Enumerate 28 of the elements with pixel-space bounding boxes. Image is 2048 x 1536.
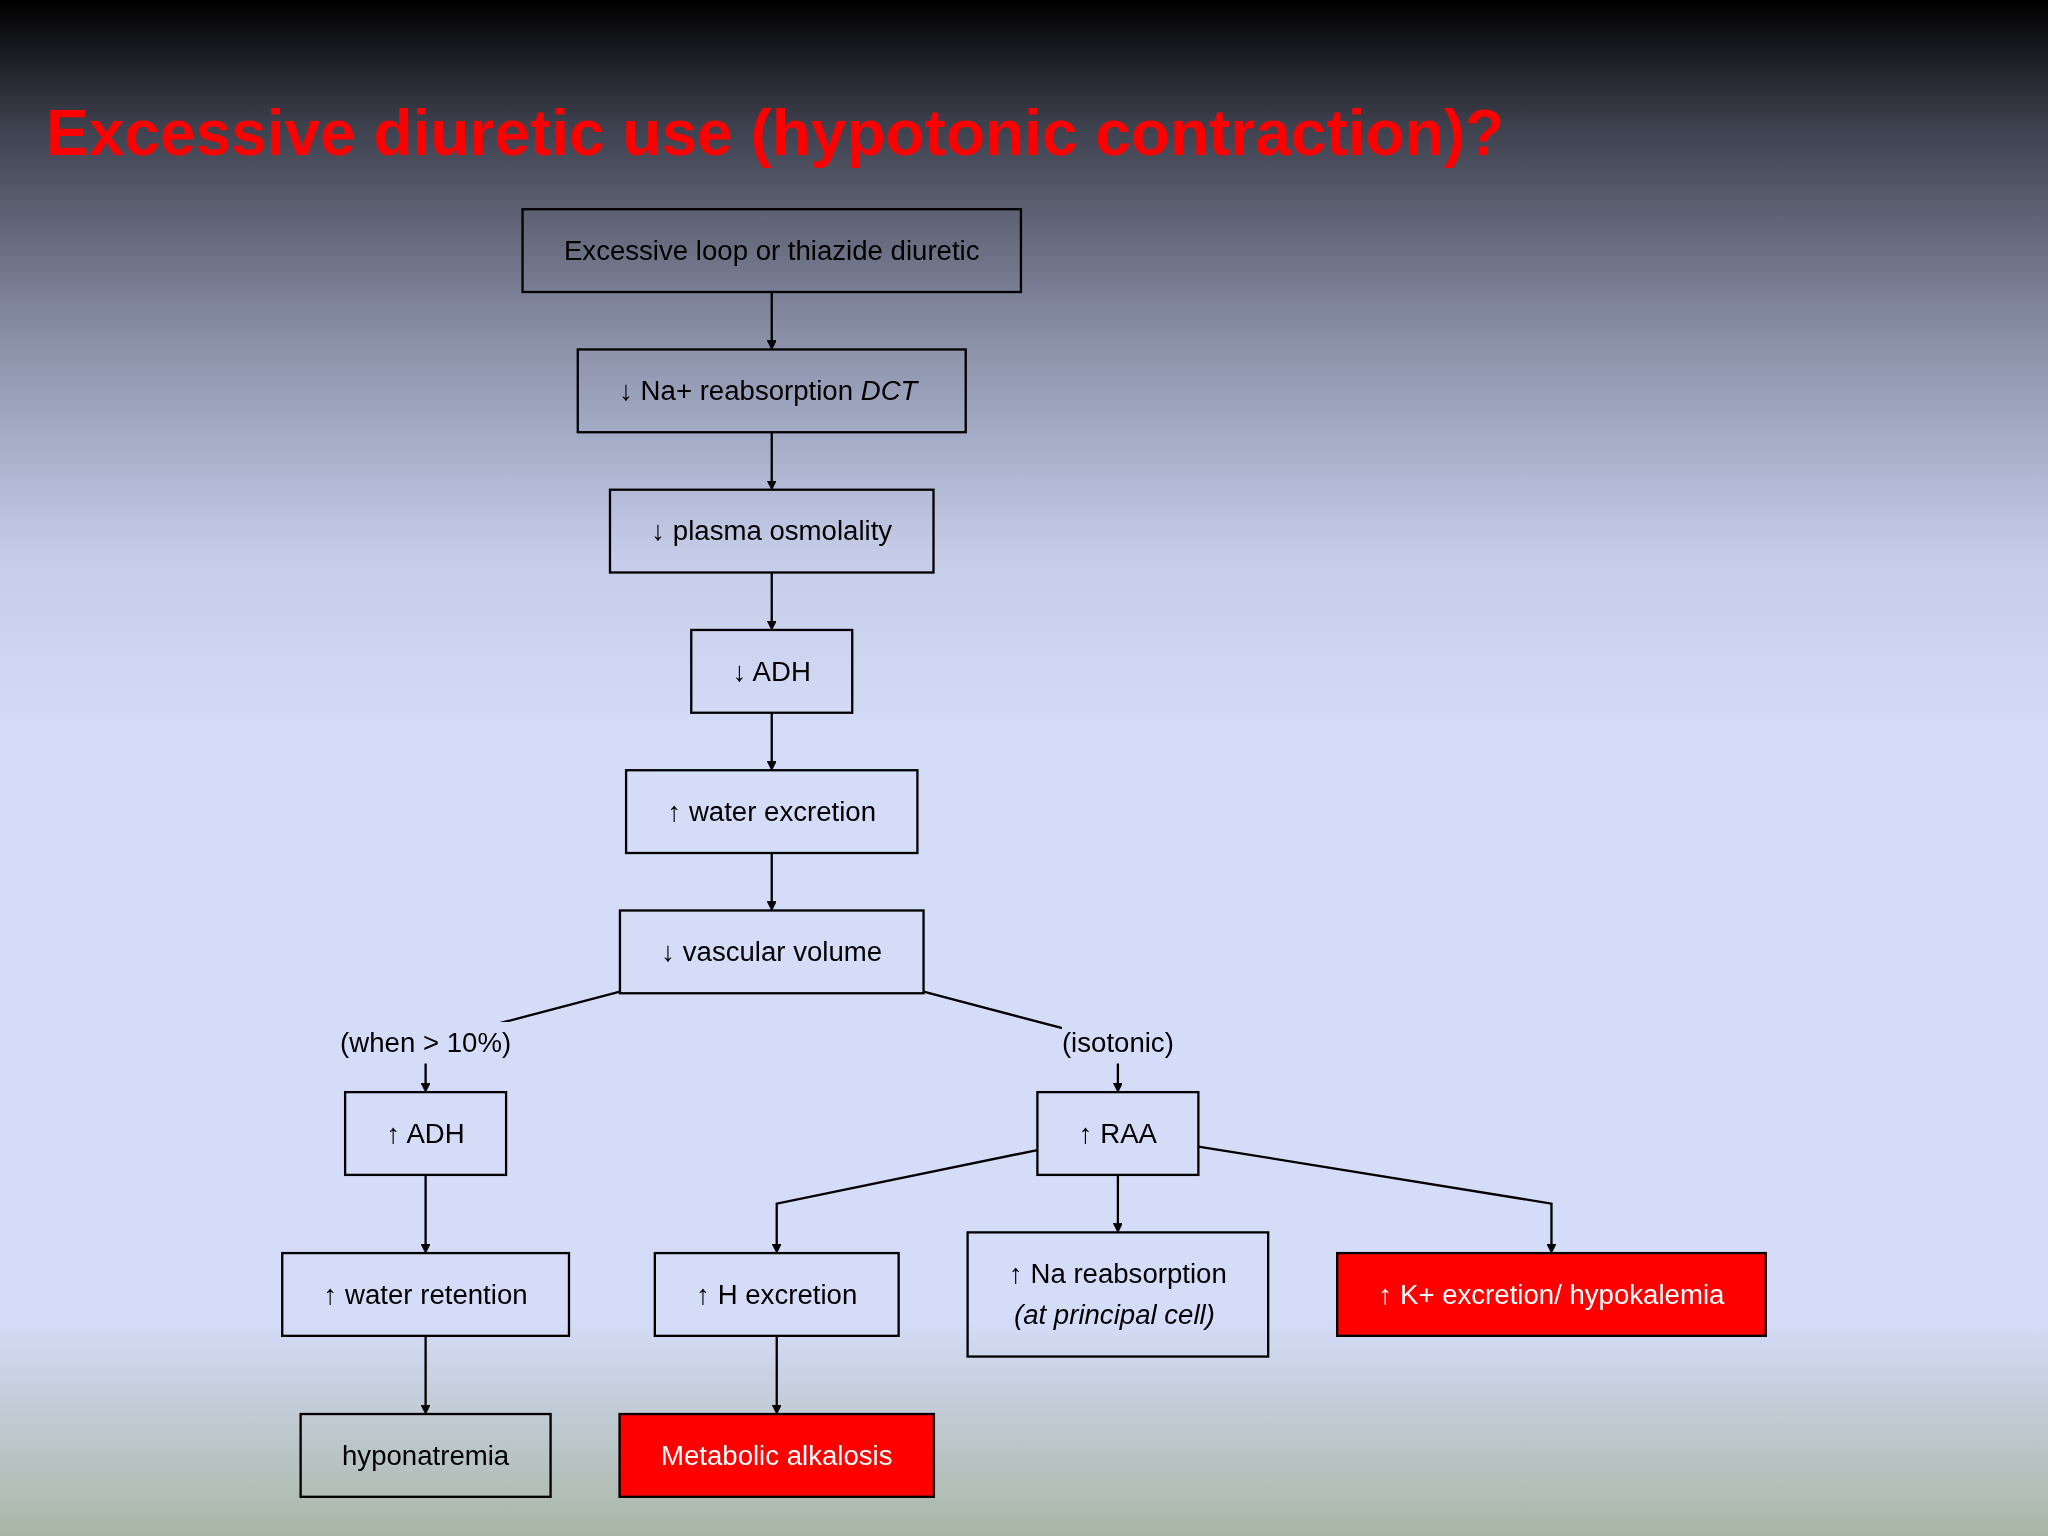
node-box: ↑ ADH	[343, 1091, 508, 1177]
node-box: ↑ K+ excretion/ hypokalemia	[1336, 1251, 1767, 1337]
slide-title: Excessive diuretic use (hypotonic contraction)?	[46, 96, 1505, 170]
node-box: ↑ H excretion	[653, 1251, 900, 1337]
arrow	[771, 1335, 782, 1415]
arrow	[766, 291, 777, 350]
node-box: ↓ Na+ reabsorption DCT	[576, 348, 967, 434]
node-box: Metabolic alkalosis	[618, 1412, 936, 1498]
arrow	[771, 1148, 1038, 1254]
node-box: Excessive loop or thiazide diuretic	[521, 208, 1023, 294]
arrow	[766, 712, 777, 771]
node-box: ↑ water retention	[281, 1251, 571, 1337]
arrow	[1112, 1174, 1123, 1233]
node-box: ↑ water excretion	[624, 769, 919, 855]
arrow	[766, 432, 777, 491]
arrow	[420, 1174, 431, 1254]
edge-label: (when > 10%)	[340, 1026, 512, 1058]
arrow	[766, 853, 777, 911]
node-box: hyponatremia	[299, 1412, 552, 1498]
node-box: ↑ Na reabsorption (at principal cell)	[966, 1231, 1270, 1358]
node-box: ↓ ADH	[690, 628, 854, 714]
node-box: ↑ RAA	[1036, 1091, 1200, 1177]
arrow	[1198, 1145, 1557, 1254]
node-box: ↓ plasma osmolality	[608, 488, 935, 574]
edge-label: (isotonic)	[1061, 1026, 1174, 1058]
node-box: ↓ vascular volume	[618, 909, 925, 995]
arrow	[766, 572, 777, 631]
arrow	[420, 1335, 431, 1415]
